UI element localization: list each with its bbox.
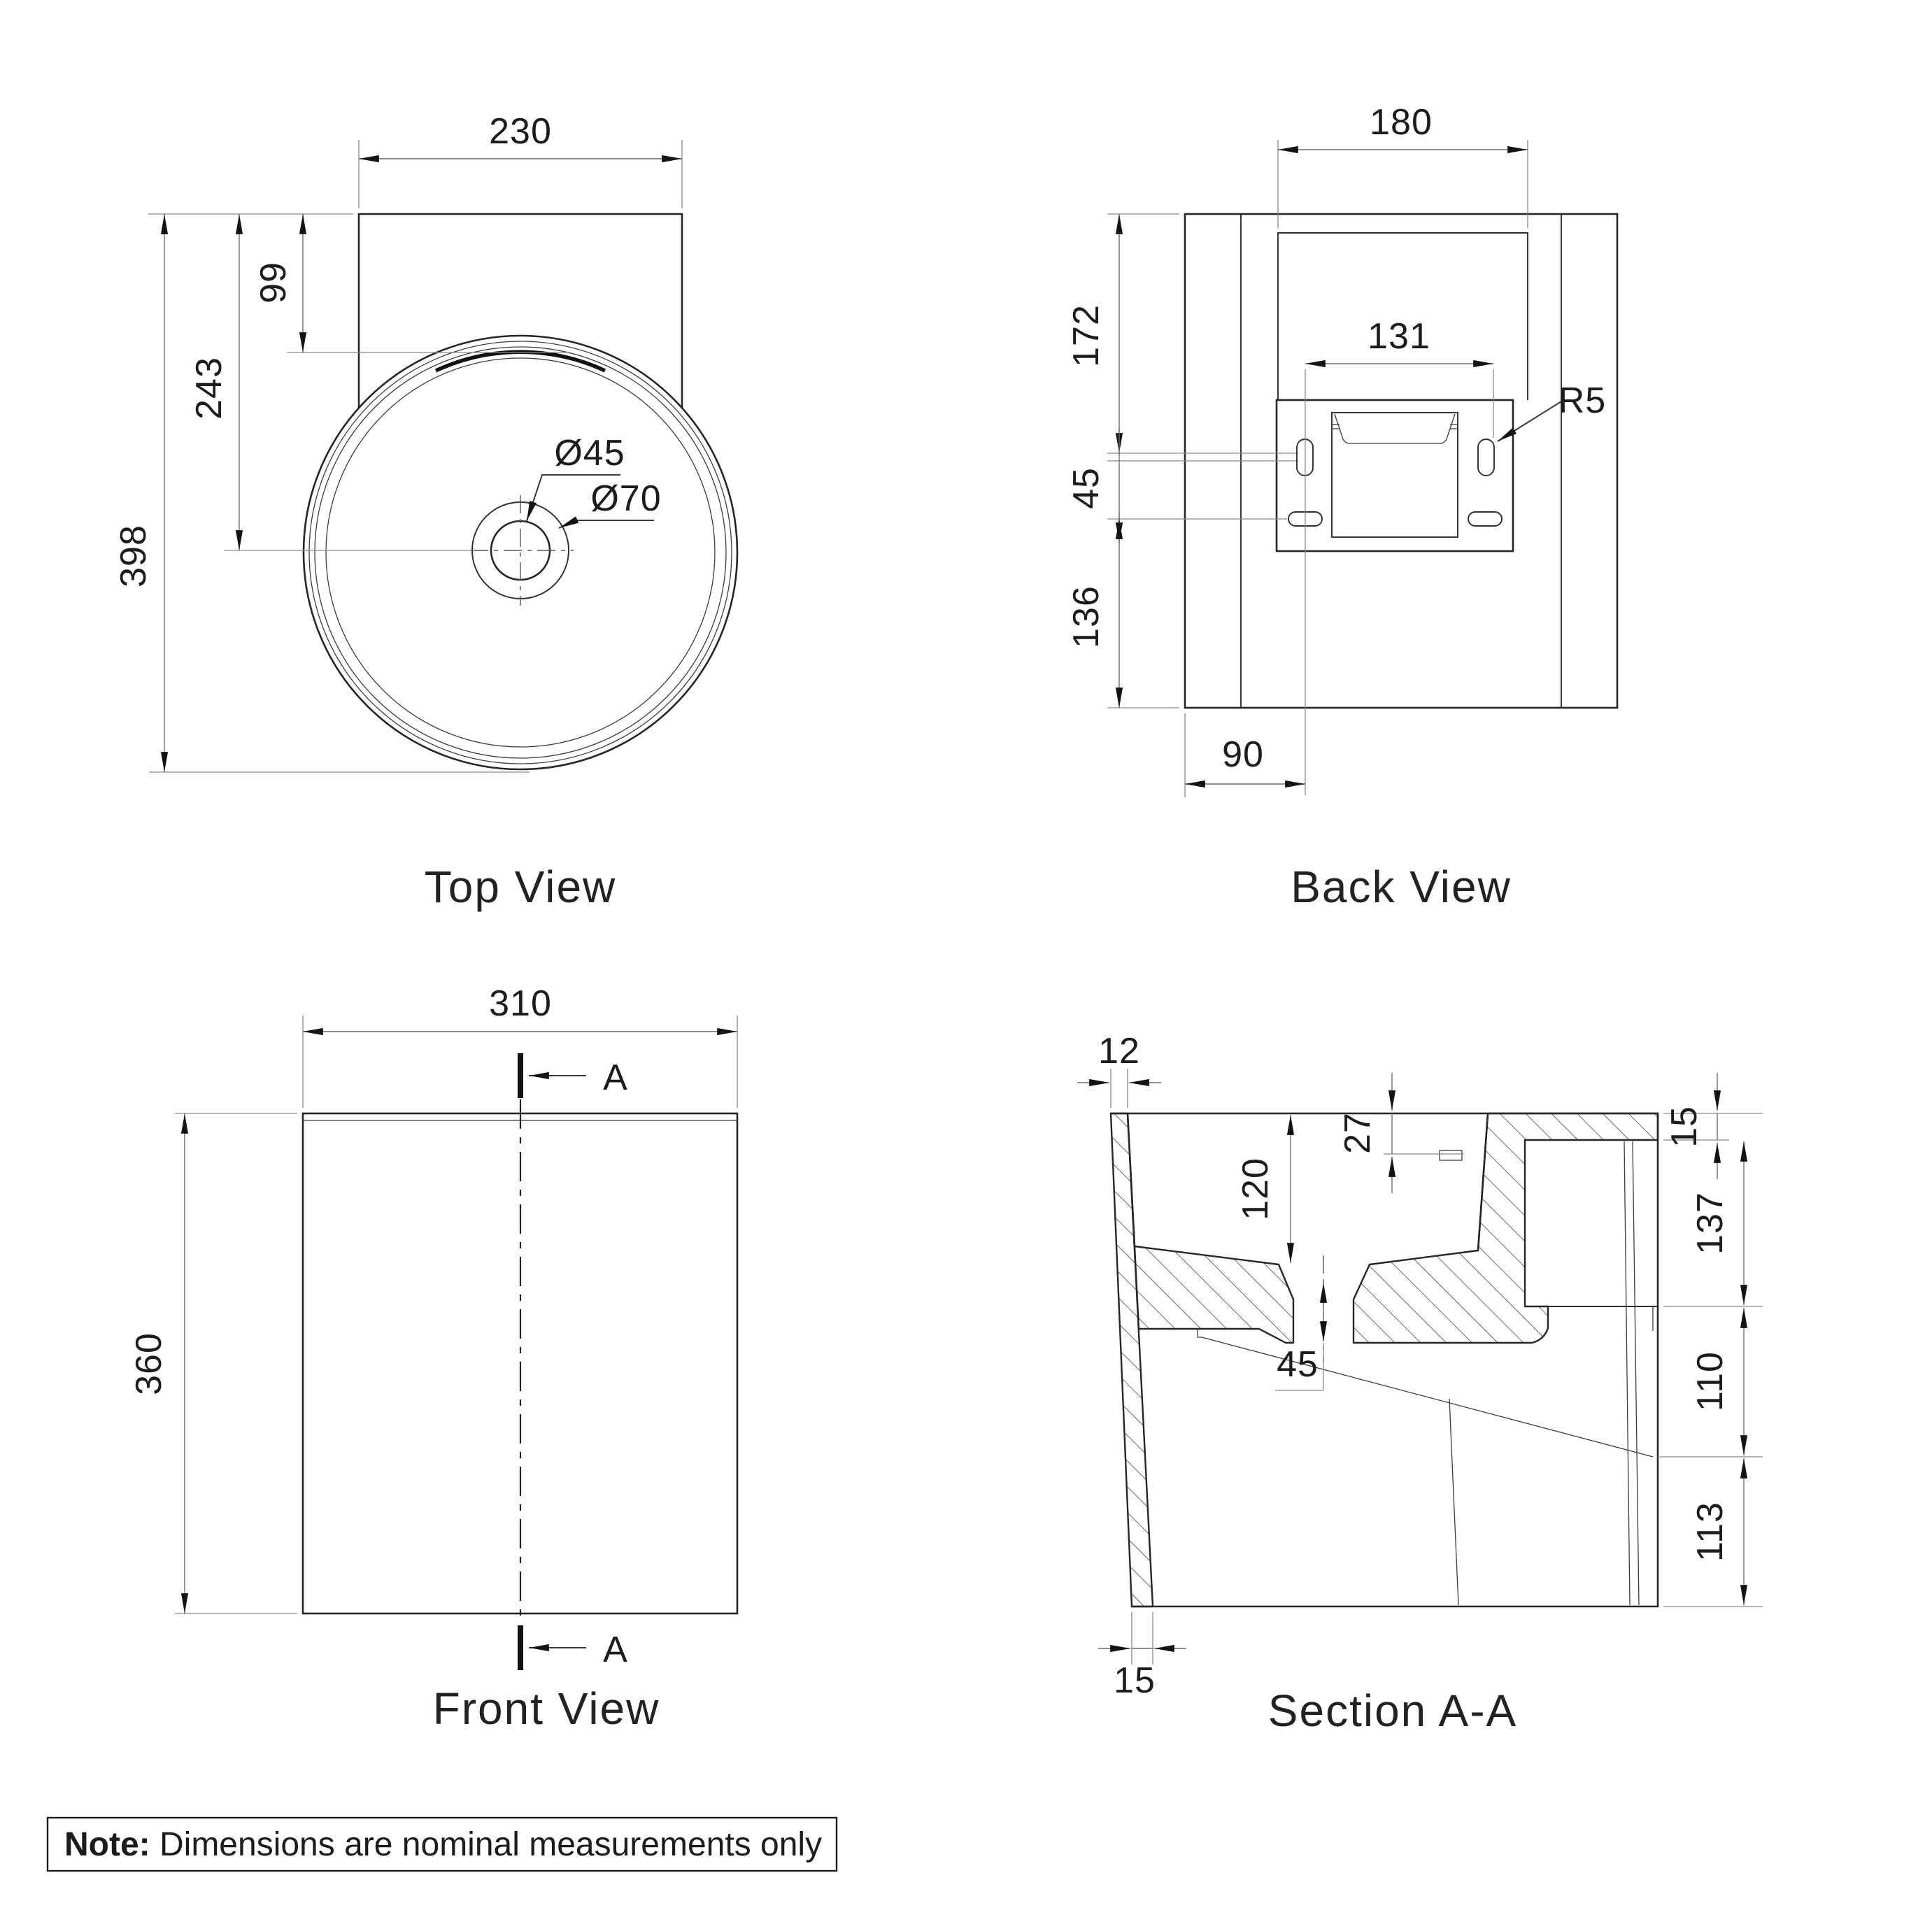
dim-12: 12: [1077, 1031, 1161, 1108]
section-label-a-bottom: A: [603, 1630, 628, 1670]
dim-90: 90: [1184, 713, 1305, 797]
dim-label-45-drain: 45: [1277, 1344, 1319, 1385]
dim-label-113: 113: [1690, 1502, 1731, 1562]
back-view: 180 172 45 136 131 R5: [1066, 102, 1619, 912]
dim-243: 243: [189, 214, 472, 551]
dim-99: 99: [253, 214, 569, 353]
dim-label-27: 27: [1337, 1112, 1378, 1154]
dim-230: 230: [358, 111, 683, 208]
back-view-title: Back View: [1291, 862, 1512, 912]
section-view-title: Section A-A: [1268, 1686, 1517, 1736]
dim-label-99: 99: [253, 262, 294, 304]
dim-131: 131: [1305, 316, 1494, 795]
dim-45-drain: 45: [1275, 1283, 1328, 1391]
note-box: Note: Dimensions are nominal measurement…: [46, 1816, 838, 1872]
section-view: 12 27 120 45: [1077, 1031, 1763, 1736]
section-marker-top: A: [518, 1053, 628, 1098]
dim-label-230: 230: [489, 111, 552, 152]
underside-diagonal: [1197, 1329, 1654, 1458]
label-drain-inner: Ø45: [526, 433, 625, 522]
dim-label-110: 110: [1690, 1351, 1731, 1411]
dim-15-bottom: 15: [1098, 1612, 1186, 1701]
dim-label-172: 172: [1066, 304, 1107, 367]
dim-label-243: 243: [189, 357, 229, 420]
dim-label-120: 120: [1235, 1157, 1276, 1220]
dim-360: 360: [129, 1113, 297, 1614]
overflow-bevel: [1334, 413, 1456, 444]
dim-label-310: 310: [489, 983, 552, 1024]
note-text: Note: Dimensions are nominal measurement…: [64, 1826, 822, 1863]
dim-label-90: 90: [1222, 734, 1264, 775]
dim-label-398: 398: [113, 525, 154, 587]
overflow-slot-arc: [434, 350, 606, 373]
top-view: 230 398 243 99 Ø45 Ø70 Top V: [113, 111, 739, 912]
dim-310: 310: [302, 983, 738, 1108]
front-view: A A 310 360 Front View: [129, 983, 739, 1734]
mounting-plate: [1275, 399, 1514, 553]
front-view-title: Front View: [433, 1683, 660, 1734]
overflow-cutout: [1331, 412, 1458, 538]
dim-172-45-136: 172 45 136: [1066, 213, 1296, 708]
dim-label-12: 12: [1098, 1031, 1140, 1071]
label-o45: Ø45: [554, 433, 625, 473]
top-view-title: Top View: [425, 862, 617, 912]
label-r5: R5: [1497, 380, 1606, 442]
dim-180: 180: [1277, 102, 1528, 228]
upper-right-slot: [1477, 439, 1495, 476]
drain-pipe-silhouette: [1449, 1398, 1459, 1606]
label-drain-outer: Ø70: [558, 478, 661, 529]
mounting-recess: [1277, 232, 1528, 400]
basin-outer-rim: [302, 334, 739, 771]
dim-label-15-bottom: 15: [1114, 1660, 1156, 1701]
dim-label-45: 45: [1066, 467, 1107, 509]
recess-silhouette-line-2: [1632, 1141, 1640, 1606]
dim-label-r5: R5: [1558, 380, 1606, 421]
dim-27: 27: [1337, 1073, 1463, 1193]
section-right-body: [1352, 1112, 1659, 1344]
dim-label-136: 136: [1066, 585, 1107, 648]
section-marker-bottom: A: [518, 1625, 628, 1670]
dim-label-360: 360: [129, 1332, 169, 1395]
dim-label-15-right: 15: [1664, 1106, 1705, 1148]
lower-right-slot: [1468, 511, 1503, 527]
dim-120: 120: [1235, 1115, 1295, 1263]
section-label-a-top: A: [603, 1057, 628, 1098]
overflow-slot-section: [1439, 1150, 1463, 1161]
label-o70: Ø70: [590, 478, 661, 519]
dim-398: 398: [113, 213, 530, 773]
section-slab-left: [1133, 1245, 1295, 1344]
dim-right-stack: 15 137 110 113: [1658, 1073, 1763, 1607]
recess-silhouette-line-1: [1624, 1141, 1631, 1606]
dim-label-137: 137: [1690, 1192, 1731, 1255]
dim-label-131: 131: [1368, 316, 1430, 357]
section-outline: [1109, 1112, 1659, 1608]
top-view-back-rectangle: [357, 213, 683, 409]
dim-label-180: 180: [1370, 102, 1433, 143]
